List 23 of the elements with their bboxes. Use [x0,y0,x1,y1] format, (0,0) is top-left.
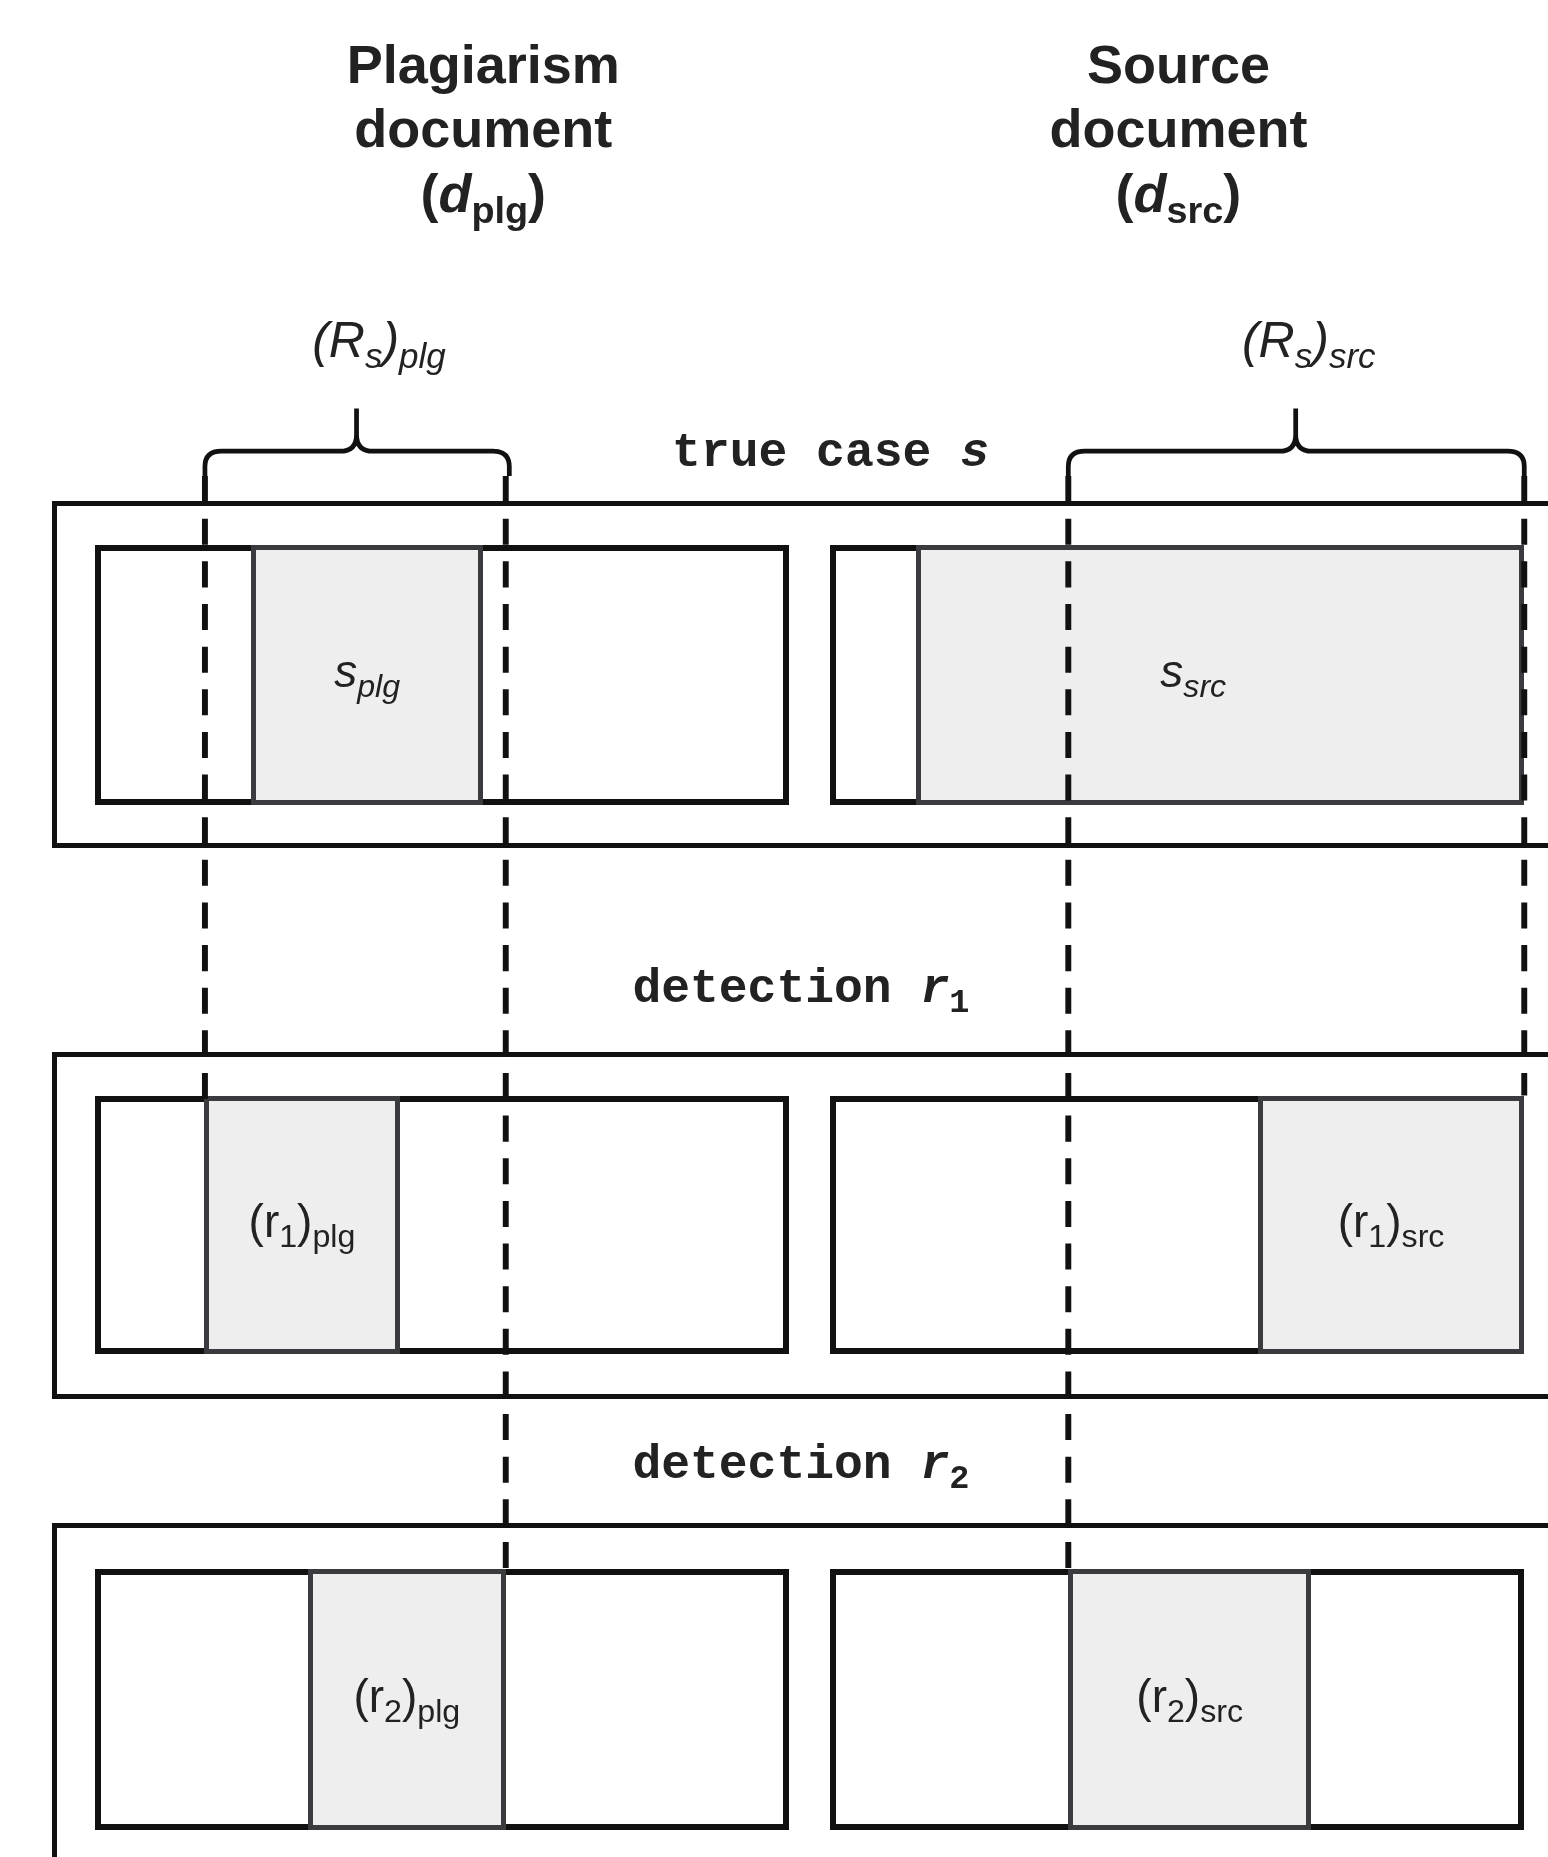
passage-segment [203,1095,401,1354]
document-box [94,544,789,806]
document-box [94,1095,789,1354]
passage-segment [1068,1569,1312,1830]
panel-heading: detection r$_{1}$ [632,961,970,1022]
segment-label: s$_{src}$ [1160,644,1227,706]
document-box [830,1569,1525,1830]
column-heading: Source document (d$_{src}$) [1048,32,1309,234]
segment-label: s$_{plg}$ [334,644,401,706]
document-box [94,1569,789,1830]
segment-label: (r$_{2}$)$_{src}$ [1136,1669,1244,1731]
passage-segment [1257,1095,1525,1354]
column-heading: Plagiarism document (d$_{plg}$) [345,32,621,234]
range-label: (R$_{s}$)$_{plg}$ [312,310,446,376]
segment-label: (r$_{1}$)$_{src}$ [1337,1194,1445,1256]
range-label: (R$_{s}$)$_{src}$ [1241,310,1376,376]
passage-segment [251,544,484,806]
panel-heading: detection r$_{2}$ [632,1437,970,1499]
passage-segment [307,1569,506,1830]
panel-heading: true case s [672,425,989,480]
segment-label: (r$_{1}$)$_{plg}$ [248,1194,356,1256]
segment-label: (r$_{2}$)$_{plg}$ [353,1669,461,1731]
document-box [830,1095,1525,1354]
